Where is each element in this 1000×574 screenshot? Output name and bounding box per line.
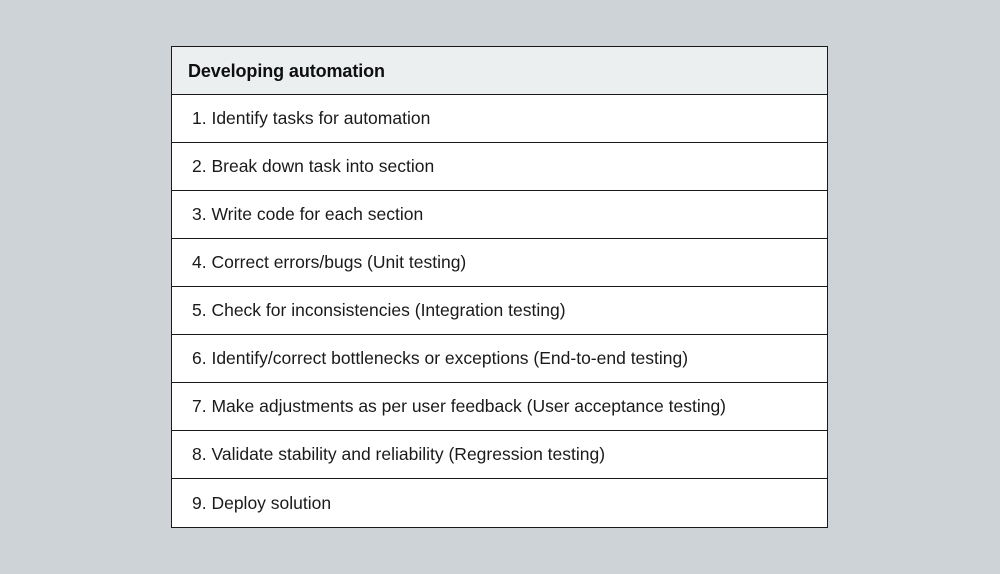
table-header: Developing automation — [172, 47, 827, 95]
table-row-text: 2. Break down task into section — [192, 156, 435, 176]
table-row: 5. Check for inconsistencies (Integratio… — [172, 287, 827, 335]
developing-automation-table: Developing automation 1. Identify tasks … — [171, 46, 828, 528]
table-row-text: 5. Check for inconsistencies (Integratio… — [192, 300, 566, 320]
table-row-text: 8. Validate stability and reliability (R… — [192, 444, 606, 464]
table-row: 1. Identify tasks for automation — [172, 95, 827, 143]
table-row-text: 1. Identify tasks for automation — [192, 108, 431, 128]
table-row: 7. Make adjustments as per user feedback… — [172, 383, 827, 431]
table-row-text: 3. Write code for each section — [192, 204, 424, 224]
table-row: 6. Identify/correct bottlenecks or excep… — [172, 335, 827, 383]
table-header-title: Developing automation — [188, 60, 385, 81]
table-row: 8. Validate stability and reliability (R… — [172, 431, 827, 479]
table-row: 4. Correct errors/bugs (Unit testing) — [172, 239, 827, 287]
table-row: 9. Deploy solution — [172, 479, 827, 527]
table-row-text: 4. Correct errors/bugs (Unit testing) — [192, 252, 467, 272]
table-row-text: 7. Make adjustments as per user feedback… — [192, 396, 727, 416]
table-row-text: 9. Deploy solution — [192, 492, 332, 513]
table-row-text: 6. Identify/correct bottlenecks or excep… — [192, 348, 689, 368]
table-row: 2. Break down task into section — [172, 143, 827, 191]
table-row: 3. Write code for each section — [172, 191, 827, 239]
table-body: 1. Identify tasks for automation 2. Brea… — [172, 95, 827, 527]
